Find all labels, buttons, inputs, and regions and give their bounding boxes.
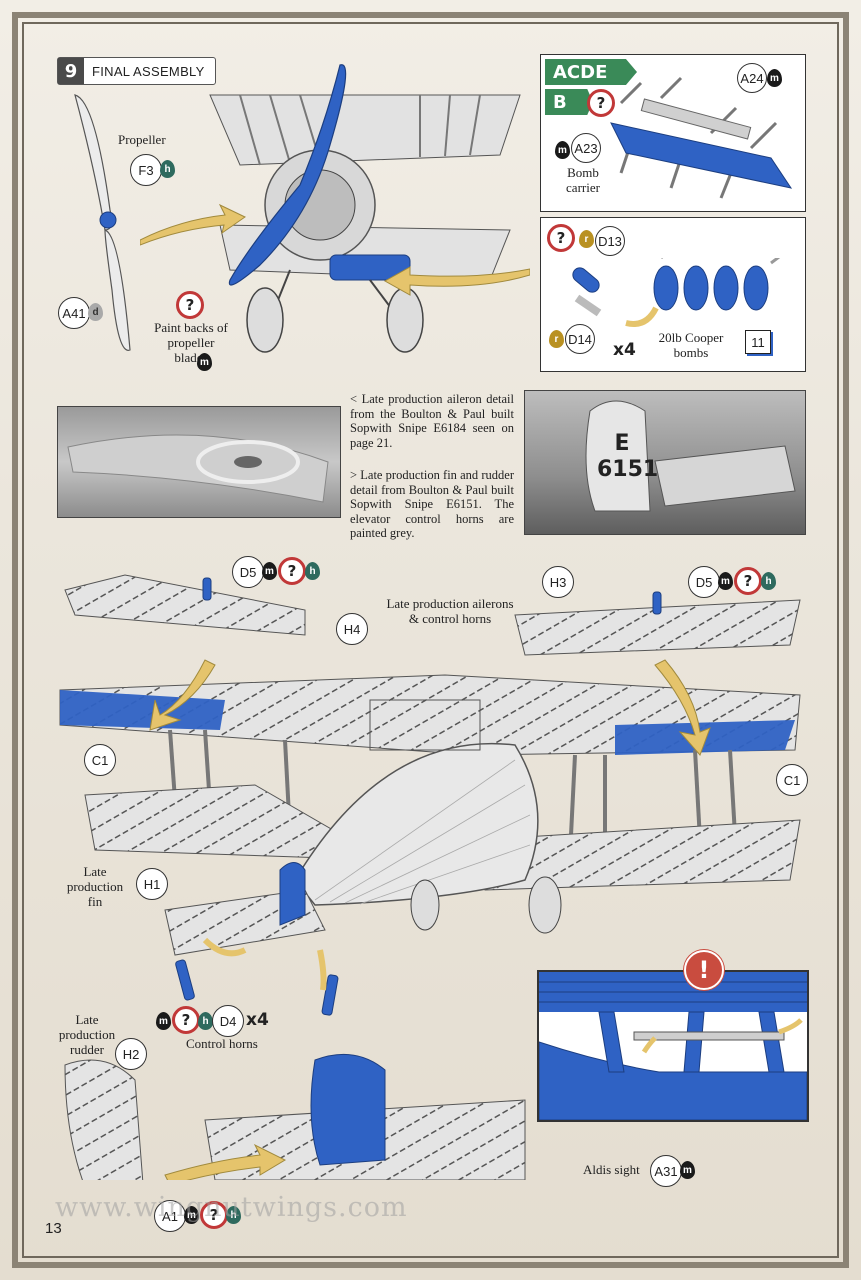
part-a24-callout: A24 — [737, 63, 767, 93]
aileron-reference-photo — [57, 406, 341, 518]
paint-r-drop: r — [579, 230, 594, 248]
part-a23-callout: A23 — [571, 133, 601, 163]
aircraft-front-illustration — [140, 64, 530, 353]
part-h1-callout: H1 — [136, 868, 168, 900]
question-icon: ? — [734, 567, 762, 595]
part-d14-callout: D14 — [565, 324, 595, 354]
bombs-illustration — [572, 258, 781, 327]
part-d13-callout: D13 — [595, 226, 625, 256]
bomb-carrier-illustration — [610, 76, 793, 199]
part-d5-left-callout: D5 — [232, 556, 264, 588]
part-f3-callout: F3 — [130, 154, 162, 186]
question-icon: ? — [172, 1006, 200, 1034]
question-icon: ? — [547, 224, 575, 252]
paint-m-drop: m — [184, 1206, 199, 1224]
paint-h-drop: h — [160, 160, 175, 178]
tag-b: B — [545, 89, 593, 115]
bomb-carrier-label: Bomb carrier — [566, 165, 600, 195]
propeller-label: Propeller — [118, 132, 166, 147]
bombs-count: x4 — [613, 340, 636, 360]
reference-11-box: 11 — [745, 330, 771, 354]
paint-m-drop: m — [680, 1161, 695, 1179]
paint-m-drop: m — [767, 69, 782, 87]
question-icon: ? — [278, 557, 306, 585]
page-border-inner — [22, 22, 839, 1258]
part-c1-left-callout: C1 — [84, 744, 116, 776]
paint-h-drop: h — [761, 572, 776, 590]
paint-m-drop: m — [197, 353, 212, 371]
website-watermark: www.wingnutwings.com — [55, 1192, 408, 1223]
bombs-label: 20lb Cooper bombs — [658, 330, 724, 360]
propeller-illustration — [74, 94, 131, 351]
part-h4-callout: H4 — [336, 613, 368, 645]
warning-icon: ! — [684, 950, 724, 990]
part-h2-callout: H2 — [115, 1038, 147, 1070]
step-number: 9 — [58, 58, 84, 84]
aldis-sight-inset — [537, 970, 809, 1122]
part-d5-right-callout: D5 — [688, 566, 720, 598]
late-fin-label: Late production fin — [66, 864, 124, 909]
aldis-sight-label: Aldis sight — [583, 1162, 640, 1177]
bombs-panel: ? r D13 r D14 x4 20lb Cooper bombs 11 — [540, 217, 806, 372]
fin-caption: > Late production fin and rudder detail … — [350, 468, 514, 540]
control-horns-label: Control horns — [186, 1036, 258, 1051]
main-aircraft-illustration — [59, 574, 801, 1180]
part-a31-callout: A31 — [650, 1155, 682, 1187]
page-border-outer — [12, 12, 849, 1268]
question-icon: ? — [176, 291, 204, 319]
tag-acde: ACDE — [545, 59, 637, 85]
bomb-carrier-panel: ACDE B ? A24 m m A23 Bomb carrier — [540, 54, 806, 212]
page-number: 13 — [45, 1220, 62, 1237]
paint-m-drop: m — [555, 141, 570, 159]
part-a41-callout: A41 — [58, 297, 90, 329]
paint-m-drop: m — [718, 572, 733, 590]
aileron-caption: < Late production aileron detail from th… — [350, 392, 514, 450]
step-title: FINAL ASSEMBLY — [92, 63, 205, 79]
paint-h-drop: h — [198, 1012, 213, 1030]
d4-count: x4 — [246, 1010, 269, 1030]
part-h3-callout: H3 — [542, 566, 574, 598]
step-header: 9 FINAL ASSEMBLY — [57, 57, 216, 85]
paint-h-drop: h — [226, 1206, 241, 1224]
part-c1-right-callout: C1 — [776, 764, 808, 796]
paint-r-drop: r — [549, 330, 564, 348]
serial-number-text: E 6151 — [597, 431, 659, 482]
part-d4-callout: D4 — [212, 1005, 244, 1037]
late-rudder-label: Late production rudder — [58, 1012, 116, 1057]
paint-m-drop: m — [156, 1012, 171, 1030]
fin-reference-photo: E 6151 — [524, 390, 806, 535]
paint-d-drop: d — [88, 303, 103, 321]
late-ailerons-label: Late production ailerons & control horns — [386, 596, 514, 626]
question-icon: ? — [587, 89, 615, 117]
paint-h-drop: h — [305, 562, 320, 580]
paint-m-drop: m — [262, 562, 277, 580]
